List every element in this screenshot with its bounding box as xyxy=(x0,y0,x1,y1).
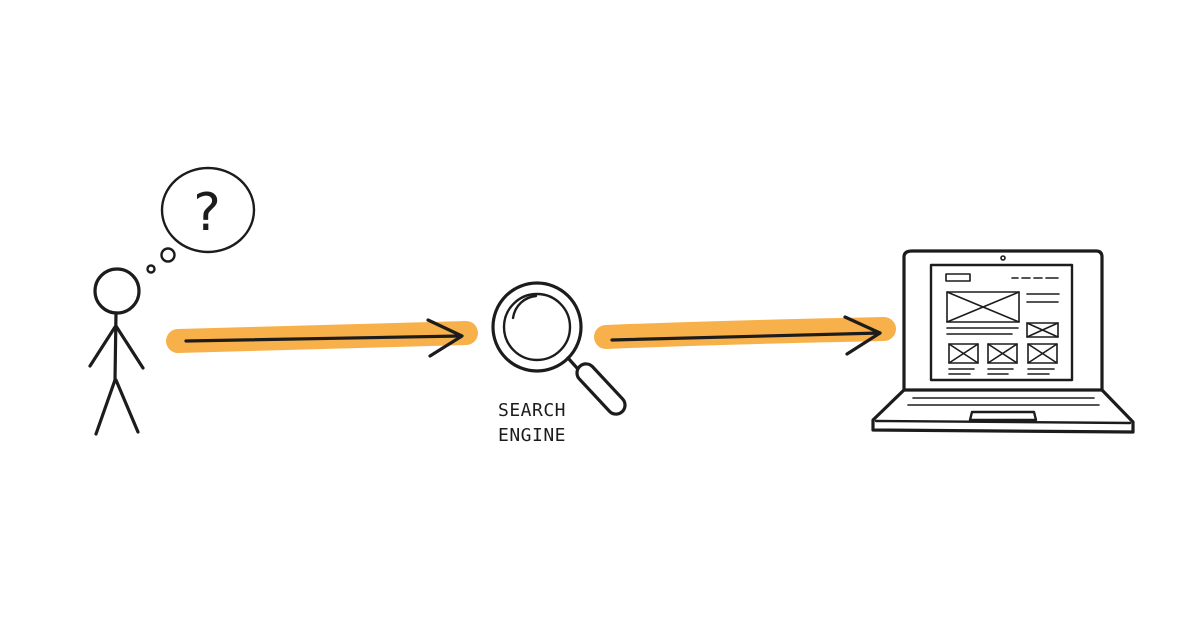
magnifying-glass-icon xyxy=(491,281,627,416)
laptop-icon xyxy=(871,249,1135,434)
highlight-stroke-2 xyxy=(594,317,896,349)
search-engine-label-line1: SEARCH xyxy=(498,400,567,421)
thought-question-mark: ? xyxy=(193,183,221,243)
thought-bubble-icon: ? xyxy=(146,166,256,274)
stick-figure-icon xyxy=(88,267,145,436)
arrow-person-to-search xyxy=(184,318,464,358)
webpage-wireframe xyxy=(945,273,1060,375)
arrow-search-to-laptop xyxy=(610,315,882,356)
search-engine-label: SEARCH ENGINE xyxy=(478,398,598,448)
search-engine-label-line2: ENGINE xyxy=(498,425,567,446)
